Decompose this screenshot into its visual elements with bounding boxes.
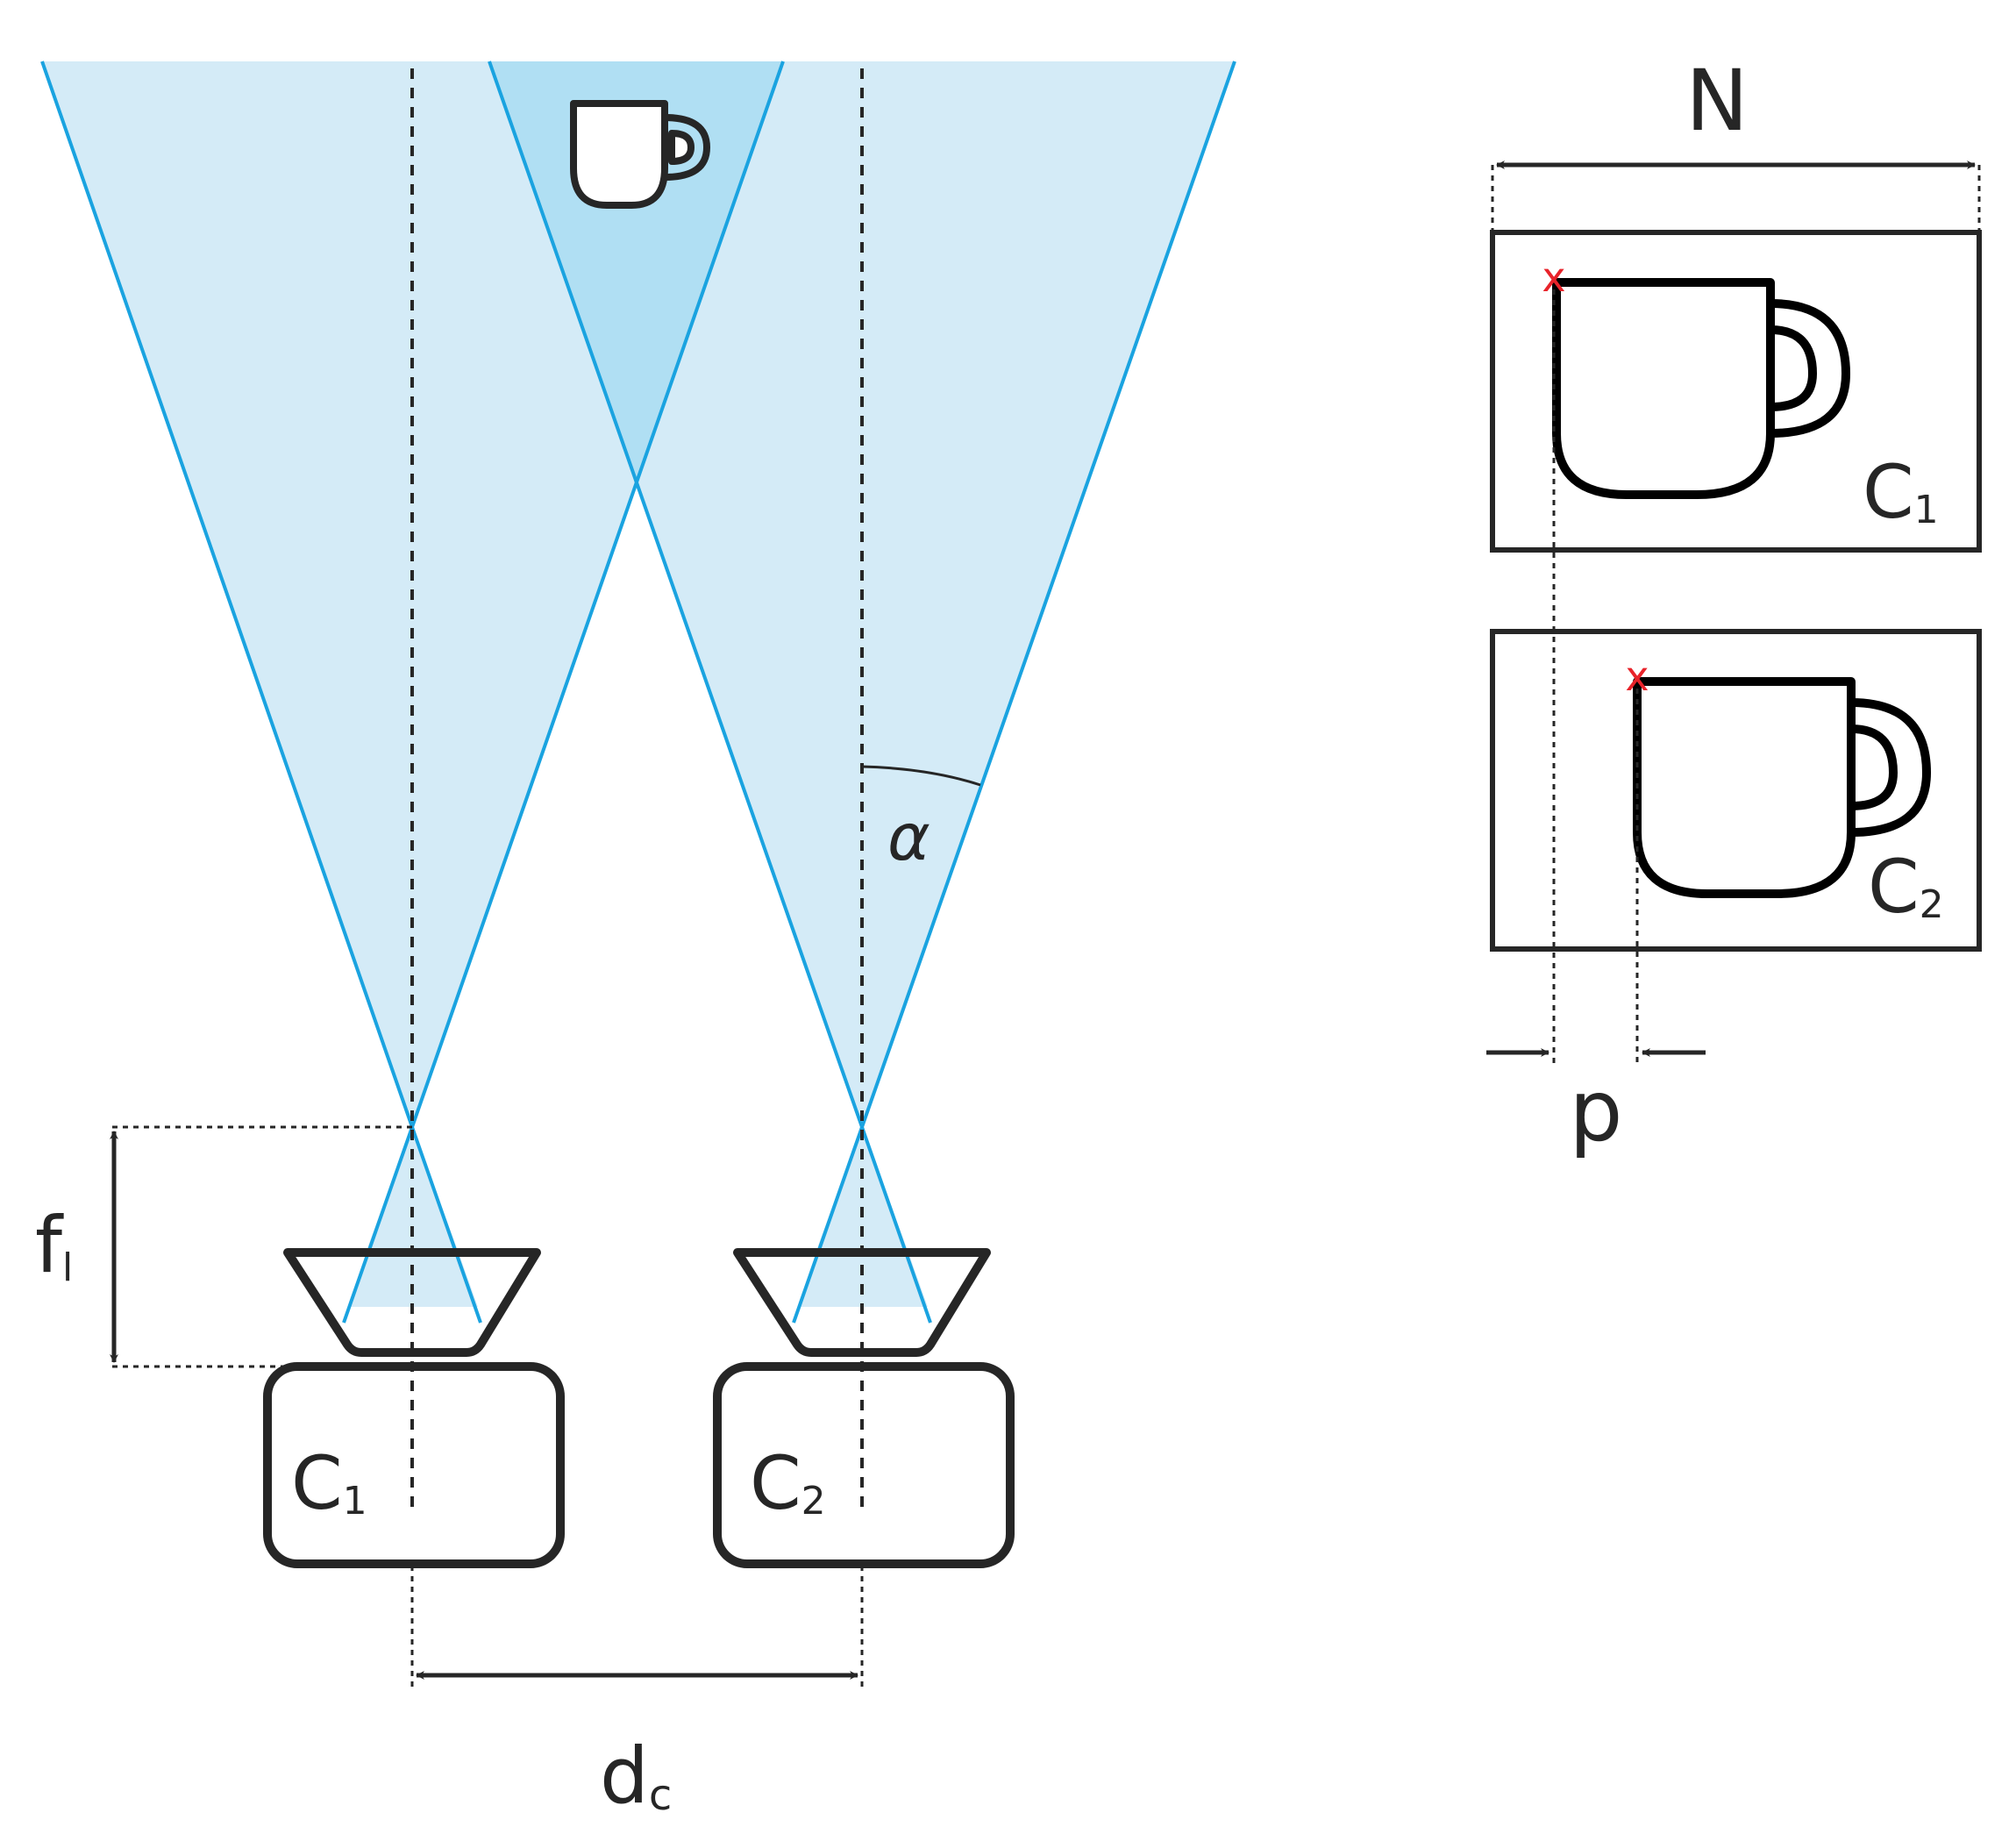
optical-axes xyxy=(410,68,864,1509)
camera-body-1 xyxy=(263,1362,565,1568)
ray-c2-right xyxy=(860,61,1236,1128)
camera-body-2 xyxy=(713,1362,1015,1568)
lens-camera-2 xyxy=(733,1248,991,1357)
fov-overlap-region xyxy=(489,61,783,483)
image-width-dimension: N xyxy=(1491,52,1981,230)
lens-body-camera-1 xyxy=(283,1248,541,1357)
ray-c1-lens-left xyxy=(342,1126,414,1324)
lens-cone-camera-1 xyxy=(351,1127,478,1307)
ray-c2-lens-left xyxy=(792,1126,864,1324)
lens-camera-1 xyxy=(283,1248,541,1357)
image-frame-camera-1: C1 x xyxy=(1490,230,1982,553)
ray-c2-left xyxy=(488,61,864,1128)
angle-label: α xyxy=(887,800,930,875)
disparity-label: p xyxy=(1570,1062,1623,1160)
focal-length-dimension: fl xyxy=(35,1125,412,1368)
focal-length-label: fl xyxy=(35,1200,73,1290)
frame-2-label: C2 xyxy=(1868,844,1944,930)
angle-arc xyxy=(861,765,981,787)
coffee-cup-icon xyxy=(1633,677,1931,898)
ray-c1-right xyxy=(410,61,785,1128)
fov-rays xyxy=(40,61,1236,1324)
frame-1-label: C1 xyxy=(1863,449,1939,535)
ray-c1-left xyxy=(40,61,414,1128)
lens-cone-camera-2 xyxy=(801,1127,928,1307)
disparity-dimension: p xyxy=(1486,289,1706,1160)
image-frame-camera-2: C2 x xyxy=(1490,629,1982,952)
camera-1-label: C1 xyxy=(291,1440,367,1526)
camera-distance-label: dc xyxy=(600,1731,672,1821)
ray-c1-lens-right xyxy=(410,1126,482,1324)
image-width-label: N xyxy=(1685,52,1749,150)
ray-c2-lens-right xyxy=(860,1126,932,1324)
camera-distance-dimension: dc xyxy=(410,1566,864,1821)
lens-body-camera-2 xyxy=(733,1248,991,1357)
camera-2-label: C2 xyxy=(750,1440,826,1526)
coffee-cup-icon xyxy=(570,100,710,209)
coffee-cup-icon xyxy=(1552,278,1850,499)
